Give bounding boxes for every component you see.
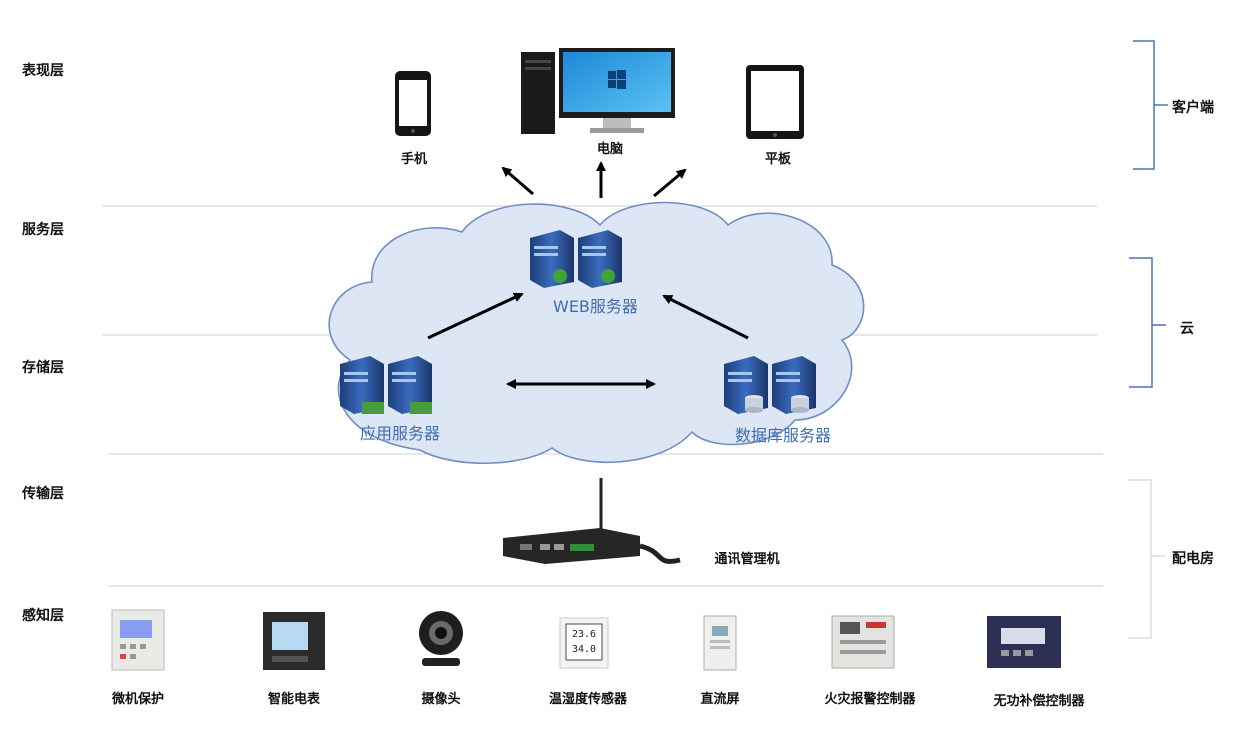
label-sensor: 火灾报警控制器 <box>824 692 916 707</box>
web-server-icon <box>530 230 622 288</box>
app-server-icon <box>340 356 432 414</box>
bracket-cloud <box>1129 257 1166 388</box>
bracket-client <box>1133 40 1168 170</box>
label-sensor: 摄像头 <box>421 692 461 707</box>
layer-label-presentation: 表现层 <box>22 63 64 79</box>
database-server-icon <box>724 356 816 414</box>
label-sensor: 微机保护 <box>111 692 165 707</box>
label-web-server: WEB服务器 <box>553 297 638 316</box>
camera-icon <box>419 611 463 666</box>
label-database-server: 数据库服务器 <box>735 426 832 445</box>
layer-label-storage: 存储层 <box>22 360 64 376</box>
relay-protection-icon <box>111 609 165 671</box>
tablet-icon <box>746 65 804 139</box>
phone-icon <box>395 71 431 136</box>
fire-alarm-controller-icon <box>831 615 895 669</box>
arrow-to-tablet <box>653 168 687 198</box>
label-phone: 手机 <box>400 152 428 167</box>
layer-label-transmission: 传输层 <box>22 486 64 502</box>
label-sensor: 智能电表 <box>267 692 321 707</box>
arrow-db-to-web <box>662 294 749 340</box>
thermo-temp-readout: 23.6 <box>572 629 596 640</box>
bracket-power-room <box>1128 479 1165 639</box>
label-app-server: 应用服务器 <box>360 424 441 443</box>
thermo-humidity-readout: 34.0 <box>572 644 596 655</box>
group-label-cloud: 云 <box>1180 321 1194 337</box>
layer-label-service: 服务层 <box>22 222 64 238</box>
arrow-app-to-web <box>427 292 524 340</box>
group-label-power-room: 配电房 <box>1172 551 1214 567</box>
layer-label-perception: 感知层 <box>22 608 64 624</box>
group-label-client: 客户端 <box>1172 100 1214 116</box>
thermo-hygrometer-icon: 23.6 34.0 <box>559 617 609 669</box>
computer-icon <box>521 48 675 134</box>
label-sensor: 直流屏 <box>700 692 740 707</box>
label-sensor: 无功补偿控制器 <box>993 694 1085 709</box>
reactive-compensation-controller-icon <box>987 616 1061 668</box>
label-gateway: 通讯管理机 <box>714 552 780 567</box>
label-tablet: 平板 <box>764 152 792 167</box>
smart-meter-icon <box>263 612 325 670</box>
arrow-to-phone <box>501 166 534 196</box>
label-computer: 电脑 <box>596 142 624 157</box>
label-sensor: 温湿度传感器 <box>548 692 628 707</box>
gateway-icon <box>503 478 681 564</box>
dc-panel-icon <box>703 615 737 671</box>
